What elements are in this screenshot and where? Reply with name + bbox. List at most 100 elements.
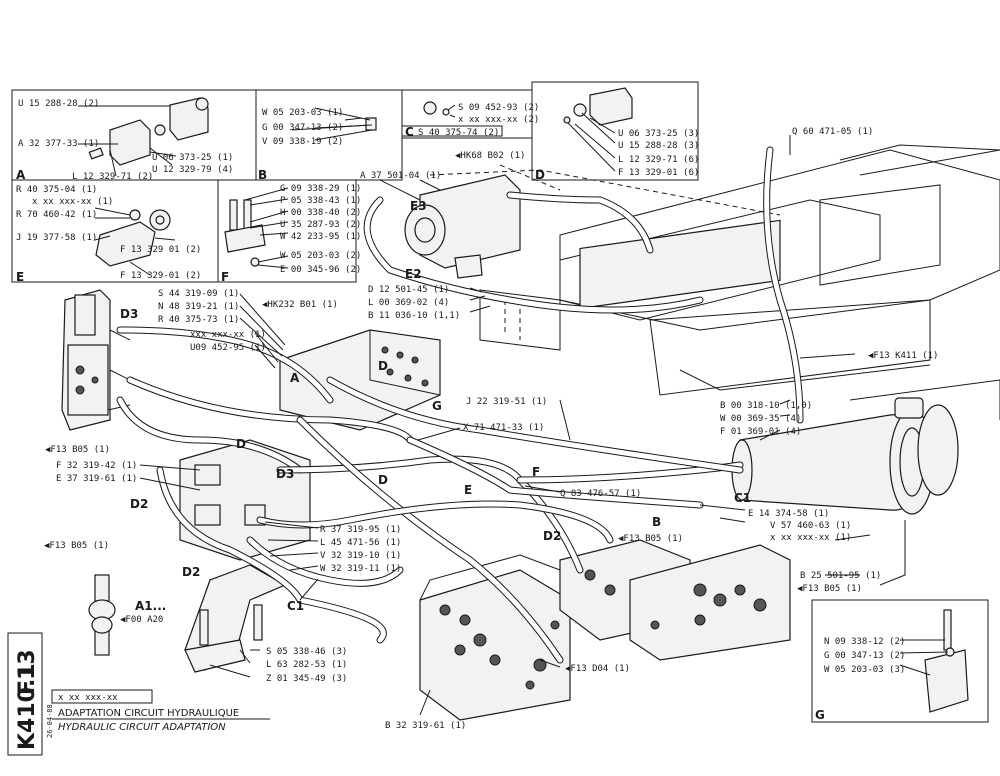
manifold-block <box>279 329 441 431</box>
callout: V 32 319-10 (1) <box>320 551 401 561</box>
inset-id: C <box>405 125 414 139</box>
inset-id: F <box>221 270 229 284</box>
part-ref: x xx xxx-xx <box>58 693 118 703</box>
callout: W 32 319-11 (1) <box>320 564 401 574</box>
sheet-date: 26-04-88 <box>46 704 54 738</box>
callout: L 63 282-53 (1) <box>266 660 347 670</box>
callout: A1... <box>135 599 166 613</box>
callout: D2 <box>543 529 561 543</box>
callout: ◀F13 B05 (1) <box>797 584 862 594</box>
callout: C1 <box>287 599 304 613</box>
label: S 40 375-74 (2) <box>418 128 499 138</box>
callout: D 12 501-45 (1) <box>368 285 449 295</box>
title-english: HYDRAULIC CIRCUIT ADAPTATION <box>58 722 226 733</box>
label: F 13 329 01 (2) <box>120 245 201 255</box>
callout: C1 <box>734 491 751 505</box>
label: x xx xxx-xx (1) <box>32 197 113 207</box>
callout: E3 <box>410 199 427 213</box>
title-french: ADAPTATION CIRCUIT HYDRAULIQUE <box>58 708 239 719</box>
label: R 40 375-04 (1) <box>16 185 97 195</box>
label: W 05 203-03 (3) <box>824 665 905 675</box>
label: L 12 329-71 (2) <box>72 172 153 182</box>
hose-network <box>116 146 804 664</box>
callout: R 40 375-73 (1) <box>158 315 239 325</box>
label: U 06 373-25 (3) <box>618 129 699 139</box>
callout: S 44 319-09 (1) <box>158 289 239 299</box>
callout: ◀HK68 B02 (1) <box>455 151 525 161</box>
callout: U09 452-95 (1) <box>190 343 266 353</box>
label: S 09 452-93 (2) <box>458 103 539 113</box>
label: F 13 329-01 (6) <box>618 168 699 178</box>
callout: B 25 501-95 (1) <box>800 571 881 581</box>
label: E 00 345-96 (2) <box>280 265 361 275</box>
callout: L 00 369-02 (4) <box>368 298 449 308</box>
distribution-block <box>179 439 311 561</box>
callout: Q 83 476-57 (1) <box>560 489 641 499</box>
callout: V 57 460-63 (1) <box>770 521 851 531</box>
label: L 12 329-71 (6) <box>618 155 699 165</box>
label: N 09 338-12 (2) <box>824 637 905 647</box>
mounting-bracket <box>184 564 287 673</box>
hydraulic-cylinder <box>731 397 959 515</box>
callout: ◀F13 B05 (1) <box>45 445 110 455</box>
inset-e-labels: R 40 375-04 (1) x xx xxx-xx (1) R 70 460… <box>16 185 201 284</box>
callout: S 05 338-46 (3) <box>266 647 347 657</box>
label: G 00 347-13 (2) <box>262 123 343 133</box>
left-valve-stack <box>61 289 131 431</box>
callout: Z 01 345-49 (3) <box>266 674 347 684</box>
inset-id: A <box>16 168 26 182</box>
label: G 09 338-29 (1) <box>280 184 361 194</box>
callout: D <box>236 437 246 451</box>
label: G 00 347-13 (2) <box>824 651 905 661</box>
inset-c-labels: S 09 452-93 (2) x xx xxx-xx (2) S 40 375… <box>405 103 539 139</box>
label: R 70 460-42 (1) <box>16 210 97 220</box>
callout: ◀F13 B05 (1) <box>618 534 683 544</box>
callout: ◀HK232 B01 (1) <box>262 300 338 310</box>
callout: B 00 318-10 (1,0) <box>720 401 812 411</box>
callout: ◀F13 B05 (1) <box>44 541 109 551</box>
callout: L 45 471-56 (1) <box>320 538 401 548</box>
callout: A <box>290 371 300 385</box>
callout: D <box>378 359 388 373</box>
callout: F 32 319-42 (1) <box>56 461 137 471</box>
callout: N 48 319-21 (1) <box>158 302 239 312</box>
label: A 32 377-33 (1) <box>18 139 99 149</box>
inset-id: G <box>815 708 825 722</box>
label: F 13 329-01 (2) <box>120 271 201 281</box>
inset-id: D <box>535 168 545 182</box>
callout: D2 <box>130 497 148 511</box>
callout: Q 60 471-05 (1) <box>792 127 873 137</box>
label: J 19 377-58 (1) <box>16 233 97 243</box>
sheet-code-bottom: K410.1 <box>15 663 40 750</box>
accessory-a1 <box>88 574 116 656</box>
inset-a-labels: U 15 288-28 (2) A 32 377-33 (1) U 06 373… <box>16 99 233 182</box>
callout: D3 <box>120 307 138 321</box>
label: U 12 329-79 (4) <box>152 165 233 175</box>
inset-id: E <box>16 270 24 284</box>
callout: E 37 319-61 (1) <box>56 474 137 484</box>
callout: G <box>432 399 442 413</box>
title-block: F13 K410.1 x xx xxx-xx 26-04-88 ADAPTATI… <box>7 632 270 756</box>
label: W 05 203-03 (1) <box>262 108 343 118</box>
callout: J 22 319-51 (1) <box>466 397 547 407</box>
callout: ◀F13 D04 (1) <box>565 664 630 674</box>
inset-b-labels: W 05 203-03 (1) G 00 347-13 (2) V 09 338… <box>258 108 343 182</box>
label: P 05 338-43 (1) <box>280 196 361 206</box>
callout: xxx xxx-xx (1) <box>190 330 266 340</box>
leader-lines <box>78 104 949 716</box>
callout: D2 <box>182 565 200 579</box>
label: U 15 288-28 (3) <box>618 141 699 151</box>
label: H 00 338-40 (2) <box>280 208 361 218</box>
callout: W 00 369-35 (4) <box>720 414 801 424</box>
label: U 15 288-28 (2) <box>18 99 99 109</box>
label: U 35 287-93 (2) <box>280 220 361 230</box>
inset-d-labels: U 06 373-25 (3) U 15 288-28 (3) L 12 329… <box>535 129 699 182</box>
callout: F 01 369-01 (4) <box>720 427 801 437</box>
callout: E2 <box>405 267 422 281</box>
callout: B <box>652 515 661 529</box>
callout: ◀F00 A20 <box>120 615 163 625</box>
electric-pump-motor <box>404 174 521 279</box>
sheet-code-top: F13 <box>15 649 40 695</box>
